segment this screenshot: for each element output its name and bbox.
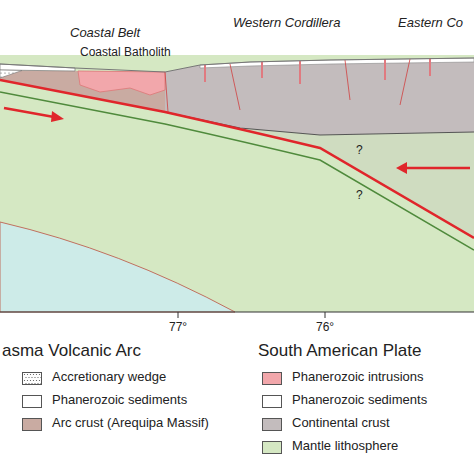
dikes: [205, 58, 430, 84]
legend-swatch: [22, 418, 42, 431]
unit-name: Coastal Batholith: [80, 46, 171, 60]
legend-heading: asma Volcanic Arc: [2, 341, 141, 361]
longitude-tick: 76°: [316, 321, 334, 335]
region-name: Eastern Co: [398, 16, 463, 31]
arc-crust: [0, 70, 165, 112]
legend-text: Phanerozoic sediments: [52, 393, 187, 408]
legend-heading: South American Plate: [258, 341, 421, 361]
legend-swatch: [262, 441, 282, 454]
slab-lithosphere: [0, 55, 474, 312]
pattern-swatch: [22, 372, 42, 385]
region-name: Western Cordillera: [233, 16, 340, 31]
slab-crust-base: [0, 92, 474, 250]
legend-text: Mantle lithosphere: [292, 439, 398, 454]
axis: [0, 312, 474, 318]
asthenosphere: [0, 222, 235, 312]
batholith: [78, 71, 165, 95]
legend-text: Phanerozoic sediments: [292, 393, 427, 408]
legend-swatch: [262, 395, 282, 408]
legend-swatch: [262, 418, 282, 431]
plate-interface: [0, 80, 474, 238]
query-mark: ?: [356, 189, 363, 203]
motion-arrows: [4, 108, 470, 174]
legend-text: Arc crust (Arequipa Massif): [52, 416, 209, 431]
topography: [0, 58, 474, 72]
longitude-tick: 77°: [169, 321, 187, 335]
legend-text: Phanerozoic intrusions: [292, 370, 424, 385]
faults: [165, 59, 410, 112]
legend-text: Continental crust: [292, 416, 390, 431]
accretionary-wedge: [0, 70, 22, 78]
query-mark: ?: [356, 144, 363, 158]
legend-text: Accretionary wedge: [52, 370, 166, 385]
legend-swatch: [262, 372, 282, 385]
region-name: Coastal Belt: [70, 26, 140, 41]
legend-swatch: [22, 395, 42, 408]
